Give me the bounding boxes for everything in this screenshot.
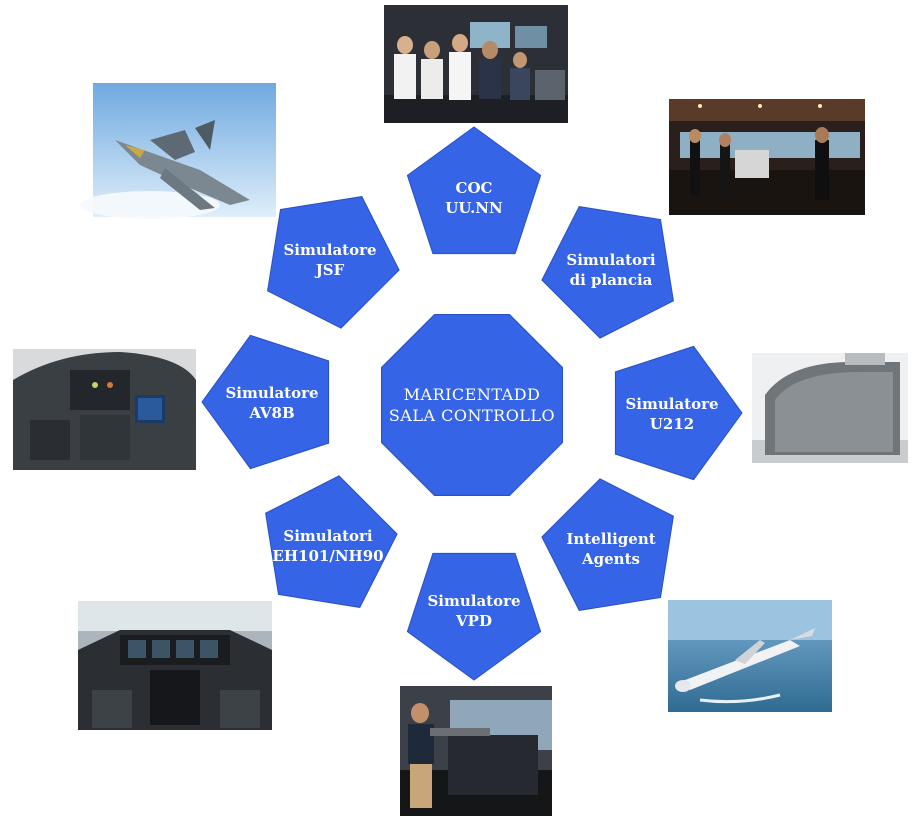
node-vpd-shape [406,552,542,681]
node-plancia: Simulatori di plancia [541,206,674,339]
jet-cockpit-photo [13,349,196,470]
node-eh101-subtitle: EH101/NH90 [272,547,383,565]
center-title: MARICENTADD [404,385,541,404]
ship-bridge-simulator-photo [669,99,865,215]
node-vpd-subtitle: VPD [455,612,492,630]
node-plancia-shape [541,206,674,339]
node-u212-subtitle: U212 [650,415,694,433]
node-agents-shape [541,478,674,611]
node-vpd-title: Simulatore [427,592,520,610]
node-jsf-shape [267,196,400,329]
node-plancia-title: Simulatori [566,251,656,269]
node-u212-title: Simulatore [625,395,718,413]
helicopter-cockpit-photo [78,601,272,730]
submarine-simulator-module-photo [752,353,908,463]
node-jsf-subtitle: JSF [314,261,345,279]
node-coc-shape [406,126,542,255]
node-coc: COC UU.NN [406,126,542,255]
node-coc-subtitle: UU.NN [445,199,503,217]
gunner-simulator-photo [400,686,552,816]
node-agents-title: Intelligent [566,530,655,548]
missile-photo [668,600,832,712]
node-agents-subtitle: Agents [581,550,640,568]
node-jsf-title: Simulatore [283,241,376,259]
node-eh101-shape [265,475,398,608]
center-octagon: MARICENTADD SALA CONTROLLO [381,314,563,496]
node-av8b-title: Simulatore [225,384,318,402]
node-av8b-shape [201,334,330,470]
node-coc-title: COC [456,179,493,197]
node-u212-shape [614,345,743,481]
fighter-jet-photo [80,83,276,219]
node-eh101-title: Simulatori [283,527,373,545]
node-plancia-subtitle: di plancia [570,271,653,289]
node-av8b-subtitle: AV8B [248,404,294,422]
center-octagon-shape [381,314,563,496]
operations-room-crew-photo [384,5,568,123]
center-subtitle: SALA CONTROLLO [389,406,555,425]
